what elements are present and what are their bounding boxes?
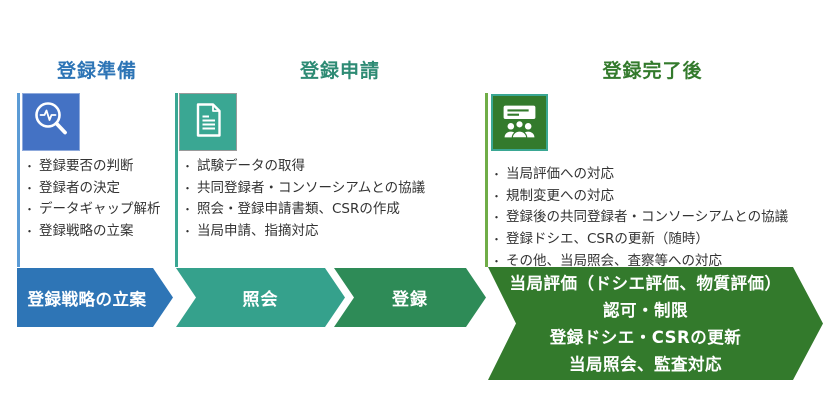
arrow-label-post-registration: 当局評価（ドシエ評価、物質評価） 認可・制限 登録ドシエ・CSRの更新 当局照会… [483,267,808,380]
list-item: ・規制変更への対応 [491,186,788,208]
bullet-dot: ・ [24,203,35,217]
preparation-accent-line [17,93,20,267]
list-item: ・共同登録者・コンソーシアムとの協議 [182,178,425,200]
bullet-text: 当局評価への対応 [506,166,614,182]
chevron-arrow-inquiry [176,268,345,327]
list-item: ・データギャップ解析 [24,199,161,221]
list-item: ・登録後の共同登録者・コンソーシアムとの協議 [491,207,788,229]
bullet-text: 当局申請、指摘対応 [197,223,319,240]
bullet-text: データギャップ解析 [39,201,161,218]
presentation-audience-icon [493,94,546,151]
arrow-label-line: 当局照会、監査対応 [569,354,722,374]
list-item: ・試験データの取得 [182,156,425,178]
arrow-label-line: 当局評価（ドシエ評価、物質評価） [509,273,782,293]
list-item: ・登録ドシエ、CSRの更新（随時） [491,229,788,251]
magnifier-pulse-icon [23,92,79,152]
bullet-dot: ・ [491,233,502,247]
bullet-text: 共同登録者・コンソーシアムとの協議 [197,179,426,196]
list-item: ・その他、当局照会、査察等への対応 [491,251,788,273]
application-bullet-list: ・試験データの取得 ・共同登録者・コンソーシアムとの協議 ・照会・登録申請書類、… [182,156,425,243]
preparation-bullet-list: ・登録要否の判断 ・登録者の決定 ・データギャップ解析 ・登録戦略の立案 [24,156,161,243]
arrow-label-line: 登録ドシエ・CSRの更新 [549,327,742,347]
bullet-dot: ・ [491,211,502,225]
bullet-text: 登録要否の判断 [39,158,134,174]
post-registration-icon-tile [491,94,548,151]
list-item: ・当局評価への対応 [491,164,788,186]
application-accent-line [175,93,178,267]
bullet-text: 規制変更への対応 [506,187,614,204]
bullet-dot: ・ [182,225,193,239]
bullet-dot: ・ [182,181,193,195]
phase-title-application: 登録申請 [299,60,380,82]
bullet-text: 試験データの取得 [197,158,305,174]
bullet-dot: ・ [24,160,35,173]
list-item: ・登録者の決定 [24,178,161,200]
arrow-label-line: 認可・制限 [603,300,688,320]
bullet-text: その他、当局照会、査察等への対応 [506,252,722,269]
application-icon-tile [179,93,237,151]
bullet-text: 登録者の決定 [39,179,120,196]
bullet-dot: ・ [24,225,35,239]
arrow-label-strategy: 登録戦略の立案 [27,289,147,309]
bullet-dot: ・ [182,203,193,217]
list-item: ・登録戦略の立案 [24,221,161,243]
bullet-text: 登録ドシエ、CSRの更新（随時） [506,231,709,248]
list-item: ・登録要否の判断 [24,156,161,178]
bullet-text: 登録戦略の立案 [39,223,134,240]
list-item: ・当局申請、指摘対応 [182,221,425,243]
bullet-dot: ・ [182,160,193,173]
phase-title-preparation: 登録準備 [56,60,137,82]
bullet-dot: ・ [491,168,502,181]
bullet-text: 照会・登録申請書類、CSRの作成 [197,201,400,218]
phase-title-post-registration: 登録完了後 [602,60,703,82]
arrow-label-inquiry: 照会 [242,290,279,310]
document-icon [180,92,236,152]
bullet-text: 登録後の共同登録者・コンソーシアムとの協議 [506,209,789,226]
post-registration-bullet-list: ・当局評価への対応 ・規制変更への対応 ・登録後の共同登録者・コンソーシアムとの… [491,164,788,273]
list-item: ・照会・登録申請書類、CSRの作成 [182,199,425,221]
arrow-label-registration: 登録 [392,290,428,310]
chevron-arrow-post-registration [488,267,823,380]
bullet-dot: ・ [24,181,35,195]
chevron-arrow-strategy [17,268,173,327]
bullet-dot: ・ [491,189,502,203]
bullet-dot: ・ [491,254,502,268]
preparation-icon-tile [22,93,80,151]
post-registration-accent-line [485,93,488,267]
chevron-arrow-registration [334,268,486,327]
